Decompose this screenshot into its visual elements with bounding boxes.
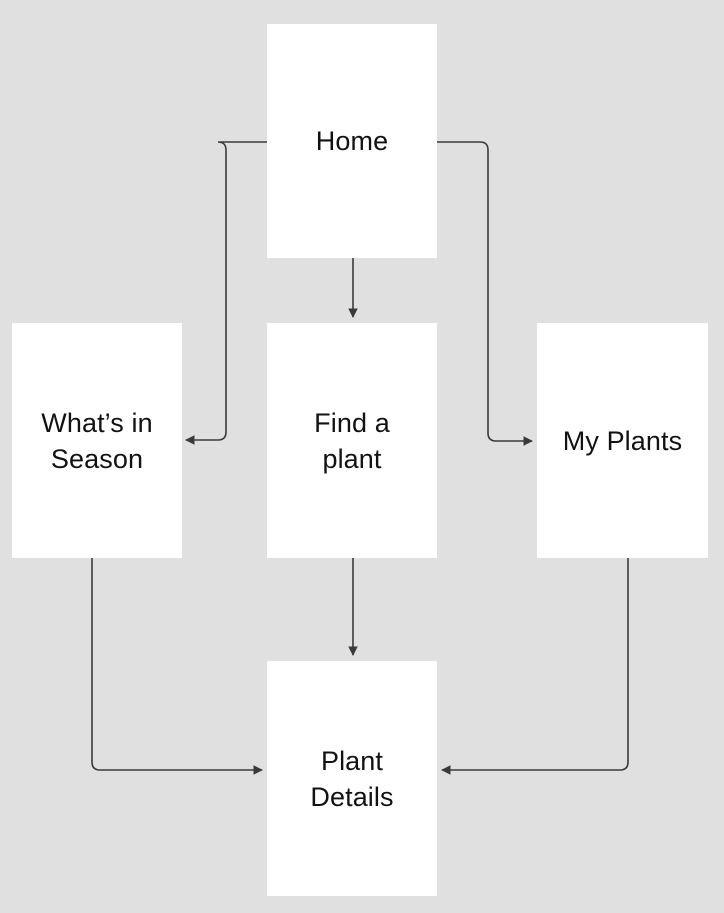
node-whats-in-season[interactable]: What’s in Season — [12, 323, 182, 558]
node-find-a-plant[interactable]: Find a plant — [267, 323, 437, 558]
node-home-label: Home — [315, 126, 389, 156]
connector-whats-in-season-to-plant-details — [91, 558, 263, 775]
node-home[interactable]: Home — [267, 24, 437, 258]
connector-home-to-my-plants — [437, 141, 533, 446]
node-whats-in-season-label: What’s in Season — [41, 407, 153, 474]
connector-home-to-whats-in-season — [185, 141, 267, 445]
node-my-plants[interactable]: My Plants — [537, 323, 708, 558]
node-find-a-plant-label: Find a plant — [314, 407, 390, 474]
node-plant-details-label: Plant Details — [310, 745, 394, 812]
node-plant-details[interactable]: Plant Details — [267, 661, 437, 896]
node-my-plants-label: My Plants — [562, 425, 683, 456]
connector-my-plants-to-plant-details — [441, 558, 629, 775]
